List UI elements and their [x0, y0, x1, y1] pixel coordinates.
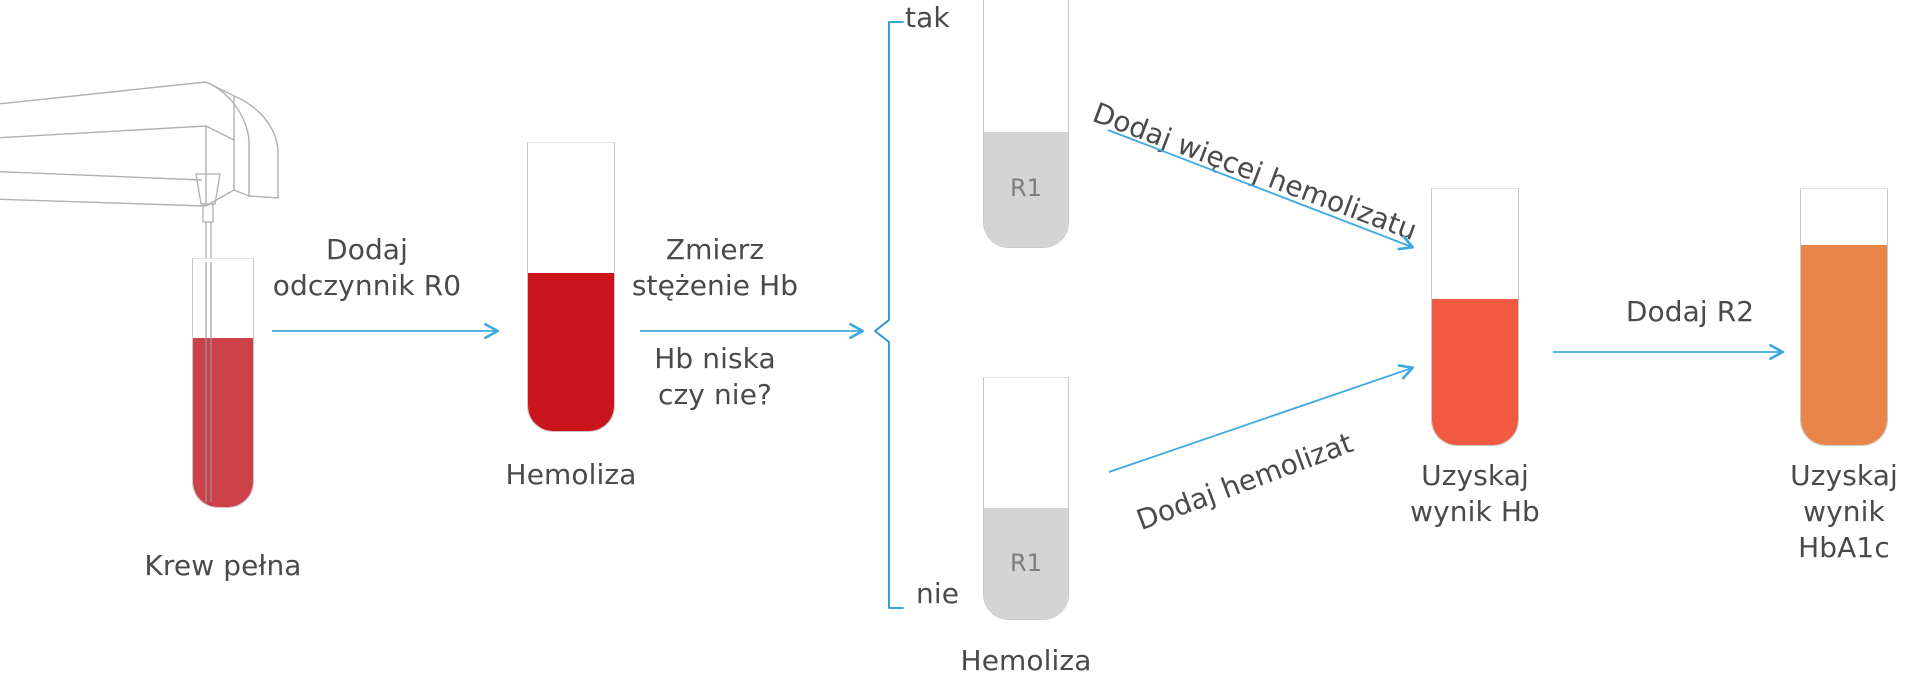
arrow-label-add-r0: Dodaj odczynnik R0: [272, 233, 462, 302]
caption-hemolysis-2: Hemoliza: [960, 644, 1092, 677]
tube-reagent-r1-yes: R1: [983, 0, 1069, 248]
tube-fill-reagent: [984, 508, 1068, 619]
tube-fill-text-r1: R1: [1010, 174, 1042, 202]
tube-fill-whole-blood: [193, 338, 253, 507]
arrow-add-hemolysate: [1108, 364, 1415, 473]
tube-glass: [983, 377, 1069, 620]
tube-fill-hb-result: [1432, 299, 1518, 445]
caption-hb-result: Uzyskaj wynik Hb: [1410, 459, 1540, 528]
tube-glass: [983, 0, 1069, 248]
tube-fill-text-r1: R1: [1010, 549, 1042, 577]
arrow-label-add-hemolysate: Dodaj hemolizat: [1132, 426, 1358, 537]
tube-hemolysis-1: [527, 142, 615, 432]
tube-fill-reagent: [984, 132, 1068, 247]
decision-bracket: [874, 21, 904, 609]
arrow-label-measure-hb: Zmierz stężenie Hb: [631, 233, 799, 302]
decision-question: Hb niska czy nie?: [654, 342, 776, 411]
tube-glass: [527, 142, 615, 432]
arrow-label-add-r2: Dodaj R2: [1625, 295, 1755, 328]
branch-label-no: nie: [916, 577, 960, 610]
tube-glass: [1431, 188, 1519, 446]
caption-whole-blood: Krew pełna: [144, 549, 302, 582]
tube-glass: [1800, 188, 1888, 446]
tube-hb-result: [1431, 188, 1519, 446]
branch-label-yes: tak: [905, 1, 950, 34]
arrow-label-add-more-hemolysate: Dodaj więcej hemolizatu: [1088, 96, 1422, 248]
tube-reagent-r1-no: R1: [983, 377, 1069, 620]
tube-fill-hba1c-result: [1801, 245, 1887, 445]
tube-whole-blood: [192, 258, 254, 508]
reagent-dispenser-icon: [0, 81, 279, 207]
tube-hba1c-result: [1800, 188, 1888, 446]
caption-hba1c-result: Uzyskaj wynik HbA1c: [1790, 459, 1898, 564]
tube-glass: [192, 258, 254, 508]
caption-hemolysis-1: Hemoliza: [505, 458, 637, 491]
tube-fill-hemolysate: [528, 272, 614, 431]
